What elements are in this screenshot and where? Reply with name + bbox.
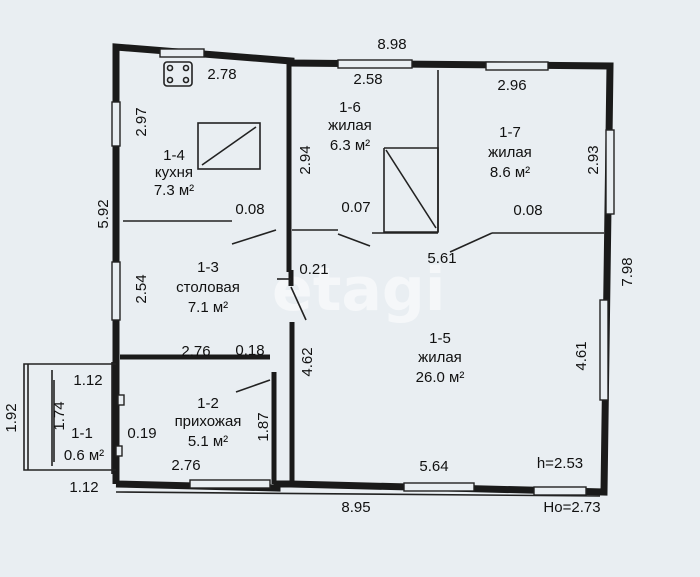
outer-height: Ho=2.73 — [543, 499, 600, 516]
dim-left-total: 5.92 — [95, 199, 112, 228]
dim-dining-bottom: 2.76 — [181, 343, 210, 360]
dim-porch-inner: 1.74 — [51, 401, 68, 430]
dim-porch-gap: 0.19 — [127, 425, 156, 442]
watermark: etagi — [272, 255, 445, 325]
dim-room7-gap: 0.08 — [513, 202, 542, 219]
room-id-1-3: 1-3 — [197, 259, 219, 276]
window-room5-right — [599, 299, 609, 401]
dim-hall-bottom: 2.76 — [171, 457, 200, 474]
dim-porch-top: 1.12 — [73, 372, 102, 389]
interior-walls — [120, 62, 604, 484]
dim-room7-top: 2.96 — [497, 77, 526, 94]
room-name-1-5: жилая — [418, 349, 462, 366]
sink-icon — [163, 61, 193, 87]
dim-top-total: 8.98 — [377, 36, 406, 53]
dim-hall-gap: 0.18 — [235, 342, 264, 359]
window-room6-top — [337, 59, 413, 69]
room-name-1-6: жилая — [328, 117, 372, 134]
window-kitchen-left — [111, 101, 121, 147]
room-id-1-7: 1-7 — [499, 124, 521, 141]
dim-room6-left: 2.94 — [297, 145, 314, 174]
window-hall-bottom — [189, 479, 271, 489]
room-area-1-2: 5.1 м² — [188, 433, 228, 450]
windows — [111, 48, 615, 496]
dim-kitchen-gap: 0.08 — [235, 201, 264, 218]
ceiling-height: h=2.53 — [537, 455, 583, 472]
room-name-1-2: прихожая — [175, 413, 242, 430]
porch — [23, 362, 116, 474]
room-name-1-7: жилая — [488, 144, 532, 161]
room-area-1-1: 0.6 м² — [64, 447, 104, 464]
room-name-1-4: кухня — [155, 164, 193, 181]
room-area-1-4: 7.3 м² — [154, 182, 194, 199]
room-name-1-3: столовая — [176, 279, 240, 296]
dim-room7-right: 2.93 — [585, 145, 602, 174]
dimension-lines — [27, 364, 601, 497]
dim-room5-right: 4.61 — [573, 341, 590, 370]
dim-partition: 0.21 — [299, 261, 328, 278]
window-dining-left — [111, 261, 121, 321]
dimension-labels: 8.98 2.78 2.58 2.96 2.97 2.94 2.93 5.92 … — [3, 36, 636, 516]
dim-room6-top: 2.58 — [353, 71, 382, 88]
window-room5-bottom-2 — [533, 486, 587, 496]
door-swings — [115, 229, 493, 457]
room-id-1-2: 1-2 — [197, 395, 219, 412]
dim-kitchen-left: 2.97 — [133, 107, 150, 136]
window-room5-bottom — [403, 482, 475, 492]
dim-room5-top: 5.61 — [427, 250, 456, 267]
room-labels: 1-4 кухня 7.3 м² 1-6 жилая 6.3 м² 1-7 жи… — [64, 99, 532, 464]
room-id-1-4: 1-4 — [163, 147, 185, 164]
window-kitchen-top — [159, 48, 205, 58]
room-id-1-5: 1-5 — [429, 330, 451, 347]
dim-porch-height: 1.92 — [3, 403, 20, 432]
window-room7-right — [605, 129, 615, 215]
dim-room5-bottom: 5.64 — [419, 458, 448, 475]
window-room7-top — [485, 61, 549, 71]
room-area-1-5: 26.0 м² — [416, 369, 465, 386]
dim-bottom-total: 8.95 — [341, 499, 370, 516]
dim-room5-left: 4.62 — [299, 347, 316, 376]
dim-dining-left: 2.54 — [133, 274, 150, 303]
stove-icon — [197, 122, 261, 170]
dim-porch-bottom: 1.12 — [69, 479, 98, 496]
stair-icon — [383, 147, 439, 233]
dim-room6-gap: 0.07 — [341, 199, 370, 216]
room-area-1-6: 6.3 м² — [330, 137, 370, 154]
dim-kitchen-top: 2.78 — [207, 66, 236, 83]
dim-right-total: 7.98 — [619, 257, 636, 286]
room-area-1-3: 7.1 м² — [188, 299, 228, 316]
dim-hall-right: 1.87 — [255, 412, 272, 441]
room-id-1-1: 1-1 — [71, 425, 93, 442]
room-area-1-7: 8.6 м² — [490, 164, 530, 181]
room-id-1-6: 1-6 — [339, 99, 361, 116]
